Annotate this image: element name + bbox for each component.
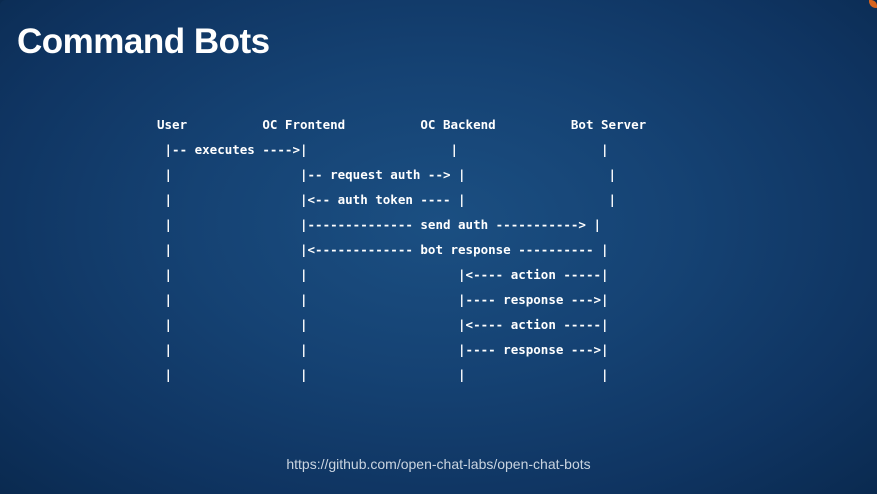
slide-title: Command Bots — [17, 22, 270, 61]
diagram-line-executes: |-- executes ---->| | | — [157, 142, 609, 157]
diagram-line-response-1: | | |---- response --->| — [157, 292, 609, 307]
diagram-line-action-2: | | |<---- action -----| — [157, 317, 609, 332]
diagram-line-send-auth: | |-------------- send auth ----------->… — [157, 217, 602, 232]
diagram-line-bot-response: | |<------------- bot response ---------… — [157, 242, 609, 257]
diagram-line-response-2: | | |---- response --->| — [157, 342, 609, 357]
diagram-line-auth-token: | |<-- auth token ---- | | — [157, 192, 617, 207]
diagram-line-request-auth: | |-- request auth --> | | — [157, 167, 617, 182]
diagram-header: User OC Frontend OC Backend Bot Server — [157, 117, 647, 132]
diagram-line-action-1: | | |<---- action -----| — [157, 267, 609, 282]
corner-accent — [869, 0, 877, 8]
footer-link[interactable]: https://github.com/open-chat-labs/open-c… — [286, 456, 591, 472]
diagram-line-end: | | | | — [157, 367, 609, 382]
